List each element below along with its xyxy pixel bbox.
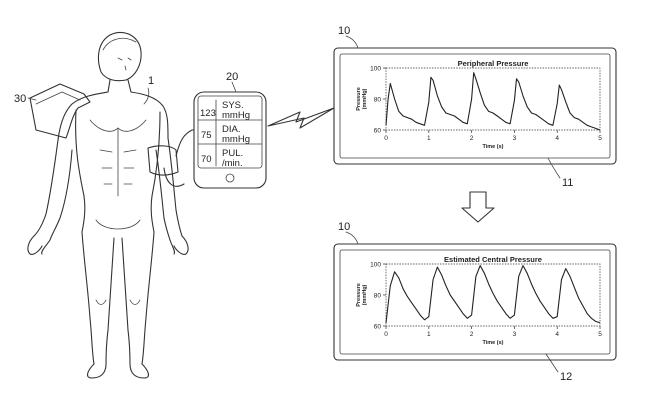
x-tick-label: 1: [427, 331, 431, 338]
ref-display-top: 10: [338, 25, 350, 37]
meter-dia-value: 75: [201, 130, 212, 141]
leader-display-bottom: [346, 232, 358, 244]
wireless-icon: [268, 108, 334, 128]
y-axis-title-line2: (mmHg): [362, 88, 368, 109]
y-tick-label: 100: [370, 261, 381, 268]
ref-person: 1: [148, 75, 154, 87]
chart-estimated-central-pressure: Estimated Central Pressure 100 80 600 1 2 3 4 5T…: [356, 255, 602, 346]
chart-title: Peripheral Pressure: [458, 59, 529, 68]
x-axis-title: Time (s): [483, 340, 504, 346]
ref-cuff: 30: [14, 93, 26, 105]
x-tick-label: 3: [513, 135, 517, 142]
leader-cuff: [28, 98, 36, 100]
meter-dia-unit-2: mmHg: [222, 134, 250, 145]
bp-meter: 123 SYS. mmHg 75 DIA. mmHg 70 PUL. /min.: [194, 92, 266, 188]
meter-button: [226, 174, 234, 182]
meter-sys-unit-2: mmHg: [222, 110, 250, 121]
x-tick-label: 5: [598, 331, 602, 338]
y-tick-label: 60: [374, 323, 382, 330]
pressure-series-line: [386, 266, 600, 323]
ref-plot-top: 11: [562, 177, 573, 189]
x-tick-label: 2: [470, 135, 474, 142]
x-tick-label: 0: [384, 331, 388, 338]
x-tick-label: 4: [555, 331, 559, 338]
leader-display-top: [346, 36, 358, 48]
y-axis-title-line2: (mmHg): [362, 284, 368, 305]
pressure-series-line: [386, 73, 600, 130]
plot-frame: [386, 68, 600, 130]
x-tick-label: 1: [427, 135, 431, 142]
leader-meter: [232, 82, 236, 92]
chart-title: Estimated Central Pressure: [444, 255, 542, 264]
down-arrow-icon: [462, 192, 494, 222]
human-figure: [28, 32, 188, 378]
y-tick-label: 80: [374, 96, 382, 103]
y-tick-label: 100: [370, 65, 381, 72]
meter-pul-value: 70: [201, 154, 212, 165]
ref-plot-bottom: 12: [560, 371, 572, 383]
x-tick-label: 2: [470, 331, 474, 338]
ref-meter: 20: [226, 71, 238, 83]
y-tick-label: 60: [374, 127, 382, 134]
x-tick-label: 3: [513, 331, 517, 338]
meter-pul-unit-2: /min.: [222, 158, 243, 169]
x-tick-label: 5: [598, 135, 602, 142]
leader-plot-bottom: [546, 354, 558, 372]
y-tick-label: 80: [374, 292, 382, 299]
x-tick-label: 0: [384, 135, 388, 142]
arm-cuff: [148, 146, 184, 186]
x-tick-label: 4: [555, 135, 559, 142]
ref-display-bottom: 10: [338, 221, 350, 233]
meter-sys-value: 123: [200, 108, 216, 119]
chart-peripheral-pressure: Peripheral Pressure 100 80 600 1 2 3 4 5Time (s)…: [356, 59, 602, 150]
meter-tube: [176, 130, 194, 156]
x-axis-title: Time (s): [483, 144, 504, 150]
leader-plot-top: [548, 158, 560, 178]
